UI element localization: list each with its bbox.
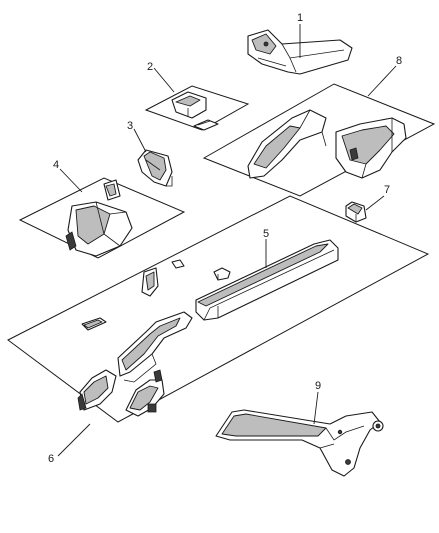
leader-3 [133, 128, 147, 153]
leader-8 [367, 65, 397, 97]
callout-4: 4 [53, 159, 59, 171]
part-4-rail-front [65, 179, 133, 257]
panel-part-8 [202, 83, 436, 197]
callout-7: 7 [384, 184, 390, 196]
callout-1: 1 [297, 12, 303, 24]
callout-2: 2 [147, 61, 153, 73]
callout-9: 9 [315, 380, 321, 392]
leader-9 [313, 391, 319, 425]
part-6-rail-assembly [77, 311, 193, 417]
callout-6: 6 [48, 453, 54, 465]
part-3-channel-bracket [137, 149, 173, 187]
part-8-rail-rear [247, 109, 407, 179]
part-7-clip [345, 201, 367, 223]
leader-2 [153, 67, 175, 93]
leader-7 [365, 195, 385, 211]
leader-4 [59, 168, 83, 193]
callout-5: 5 [263, 228, 269, 240]
callout-3: 3 [127, 120, 133, 132]
callout-8: 8 [396, 55, 402, 67]
leader-6 [57, 423, 91, 457]
part-9-crossmember [215, 409, 384, 477]
leader-lines [57, 24, 397, 457]
part-2-bracket [171, 91, 219, 131]
part-5-frame-rail [141, 239, 339, 321]
panel-part-2 [144, 85, 250, 131]
callout-labels: 1 2 3 4 5 6 7 8 9 [48, 12, 402, 465]
